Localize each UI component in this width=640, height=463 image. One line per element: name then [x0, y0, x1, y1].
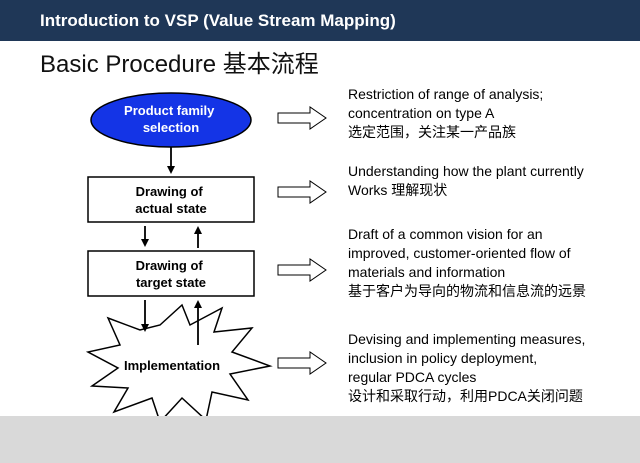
actual-state-label-1: Drawing of: [136, 184, 204, 199]
description-line: Restriction of range of analysis;: [348, 86, 544, 102]
svg-text:Drawing of target state: Drawing of target state: [136, 258, 207, 290]
description-actual-state: Understanding how the plant currently Wo…: [348, 162, 584, 200]
description-line: 选定范围，关注某一产品族: [348, 124, 516, 140]
description-line: improved, customer-oriented flow of: [348, 245, 571, 261]
description-line: Works 理解现状: [348, 182, 448, 198]
hollow-arrow-2: [277, 180, 327, 204]
description-line: regular PDCA cycles: [348, 369, 477, 385]
description-product-family: Restriction of range of analysis; concen…: [348, 85, 543, 142]
target-state-label-1: Drawing of: [136, 258, 204, 273]
description-implementation: Devising and implementing measures, incl…: [348, 330, 585, 406]
header-title: Introduction to VSP (Value Stream Mappin…: [40, 11, 396, 30]
actual-state-label-2: actual state: [135, 201, 207, 216]
footer-bar: [0, 416, 640, 463]
actual-state-node: [87, 176, 255, 223]
description-line: Understanding how the plant currently: [348, 163, 584, 179]
svg-text:Drawing of actual state: Drawing of actual state: [135, 184, 207, 216]
page-title: Basic Procedure 基本流程: [40, 51, 319, 78]
description-line: materials and information: [348, 264, 506, 280]
svg-text:Product family selection: Product family selection: [124, 103, 218, 135]
product-family-label-2: selection: [143, 120, 199, 135]
description-line: Devising and implementing measures,: [348, 331, 586, 347]
description-line: 设计和采取行动，利用PDCA关闭问题: [348, 388, 583, 404]
description-line: Draft of a common vision for an: [348, 226, 543, 242]
hollow-arrow-3: [277, 258, 327, 282]
implementation-node: [85, 303, 273, 424]
description-line: concentration on type A: [348, 105, 495, 121]
description-target-state: Draft of a common vision for an improved…: [348, 225, 586, 301]
hollow-arrow-4: [277, 351, 327, 375]
implementation-label: Implementation: [124, 358, 220, 373]
svg-text:Implementation: Implementation: [124, 358, 220, 373]
hollow-arrow-1: [277, 106, 327, 130]
header-bar: Introduction to VSP (Value Stream Mappin…: [0, 0, 640, 41]
target-state-label-2: target state: [136, 275, 206, 290]
product-family-label-1: Product family: [124, 103, 215, 118]
description-line: inclusion in policy deployment,: [348, 350, 538, 366]
description-line: 基于客户为导向的物流和信息流的远景: [348, 283, 586, 299]
target-state-node: [87, 250, 255, 297]
